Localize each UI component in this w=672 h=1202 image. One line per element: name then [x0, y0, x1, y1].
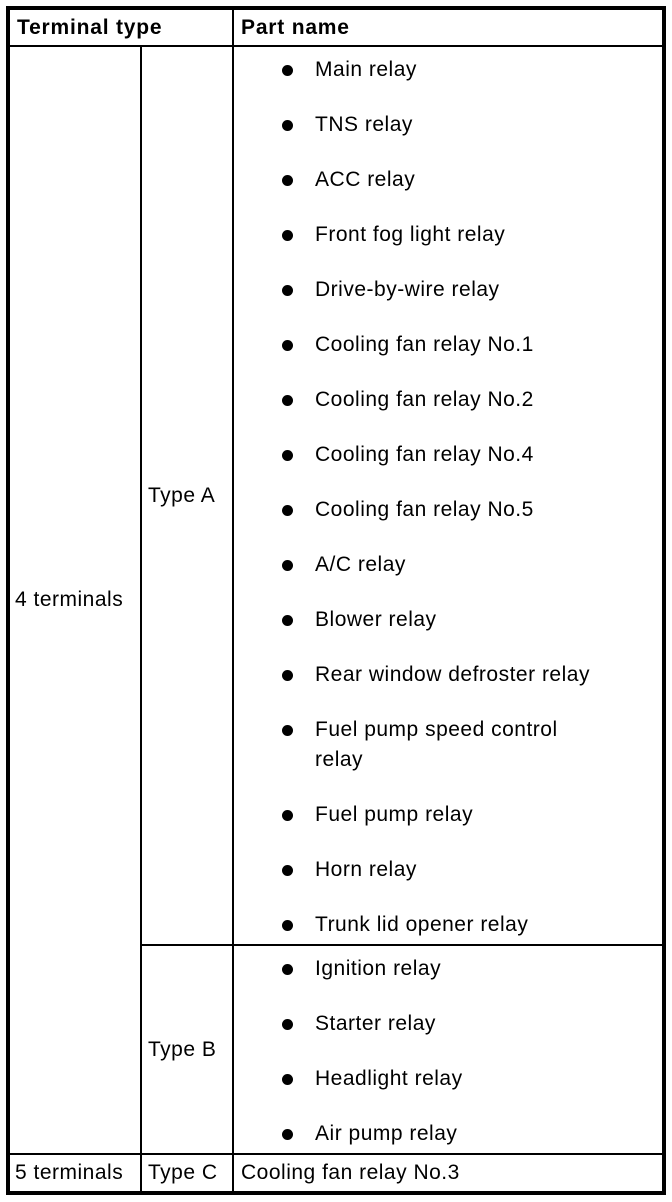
bullet-icon: [282, 450, 294, 461]
part-name-text: Cooling fan relay No.2: [315, 388, 534, 411]
bullet-icon: [282, 615, 294, 626]
bullet-icon: [282, 120, 294, 131]
bullet-icon: [282, 920, 294, 931]
part-list-item: Fuel pump speed control relay: [282, 715, 660, 775]
part-list-item: TNS relay: [282, 110, 660, 140]
terminal-type-table: Terminal type Part name 4 terminals Type…: [6, 6, 667, 1195]
bullet-icon: [282, 285, 294, 296]
part-list-item: Headlight relay: [282, 1064, 660, 1094]
part-name-text: Trunk lid opener relay: [315, 913, 529, 936]
part-name-text: Rear window defroster relay: [315, 663, 590, 686]
cell-type-c: Type C: [139, 1153, 235, 1194]
bullet-icon: [282, 65, 294, 76]
bullet-icon: [282, 175, 294, 186]
cell-5-terminals: 5 terminals: [7, 1153, 142, 1194]
part-name-text: ACC relay: [315, 168, 416, 191]
part-list-item: Cooling fan relay No.1: [282, 330, 660, 360]
bullet-icon: [282, 560, 294, 571]
part-name-text: Fuel pump relay: [315, 803, 474, 826]
bullet-icon: [282, 865, 294, 876]
part-list-item: ACC relay: [282, 165, 660, 195]
part-list-item: Ignition relay: [282, 954, 660, 984]
bullet-icon: [282, 1074, 294, 1085]
part-list-item: Rear window defroster relay: [282, 660, 660, 690]
bullet-icon: [282, 1019, 294, 1030]
table-row-type-c: 5 terminals Type C Cooling fan relay No.…: [7, 1153, 666, 1194]
part-name-text: Main relay: [315, 58, 417, 81]
part-list-item: Cooling fan relay No.4: [282, 440, 660, 470]
cell-4-terminals: 4 terminals: [7, 45, 142, 1155]
bullet-icon: [282, 725, 294, 736]
header-row: Terminal type Part name: [6, 7, 666, 47]
bullet-icon: [282, 340, 294, 351]
bullet-icon: [282, 964, 294, 975]
cell-type-b: Type B: [139, 944, 235, 1155]
part-list-item: A/C relay: [282, 550, 660, 580]
column-header-terminal-type: Terminal type: [6, 7, 235, 47]
cell-type-b-parts: Ignition relay Starter relay Headlight r…: [232, 944, 666, 1155]
cell-type-a-parts: Main relay TNS relay ACC relay: [232, 45, 666, 946]
bullet-icon: [282, 1129, 294, 1140]
bullet-icon: [282, 670, 294, 681]
part-list-item: Blower relay: [282, 605, 660, 635]
bullet-icon: [282, 230, 294, 241]
part-list-item: Fuel pump relay: [282, 800, 660, 830]
part-name-text: A/C relay: [315, 553, 406, 576]
part-list-item: Drive-by-wire relay: [282, 275, 660, 305]
part-name-text: Cooling fan relay No.4: [315, 443, 534, 466]
part-name-text: Cooling fan relay No.5: [315, 498, 534, 521]
part-name-text: Horn relay: [315, 858, 417, 881]
part-list-item: Cooling fan relay No.2: [282, 385, 660, 415]
part-list-item: Front fog light relay: [282, 220, 660, 250]
part-name-text: Ignition relay: [315, 957, 442, 980]
part-name-text: Drive-by-wire relay: [315, 278, 500, 301]
column-header-part-name: Part name: [232, 7, 666, 47]
part-list-item: Trunk lid opener relay: [282, 910, 660, 940]
part-list-item: Cooling fan relay No.5: [282, 495, 660, 525]
part-list-item: Starter relay: [282, 1009, 660, 1039]
part-list-item: Main relay: [282, 55, 660, 85]
type-b-parts-list: Ignition relay Starter relay Headlight r…: [234, 946, 662, 1149]
bullet-icon: [282, 810, 294, 821]
part-name-text: Air pump relay: [315, 1122, 458, 1145]
bullet-icon: [282, 395, 294, 406]
cell-type-a: Type A: [139, 45, 235, 946]
part-name-text: Blower relay: [315, 608, 437, 631]
type-a-parts-list: Main relay TNS relay ACC relay: [234, 47, 662, 940]
table-row-type-b: Type B Ignition relay Starter re: [8, 944, 666, 1155]
part-name-text: Headlight relay: [315, 1067, 463, 1090]
part-list-item: Horn relay: [282, 855, 660, 885]
part-list-item: Air pump relay: [282, 1119, 660, 1149]
part-name-text: Starter relay: [315, 1012, 436, 1035]
part-name-text: TNS relay: [315, 113, 413, 136]
table-row-type-a: 4 terminals Type A Main relay: [7, 45, 666, 1155]
bullet-icon: [282, 505, 294, 516]
part-name-text: Fuel pump speed control relay: [315, 718, 558, 771]
part-name-text: Cooling fan relay No.1: [315, 333, 534, 356]
part-name-text: Front fog light relay: [315, 223, 506, 246]
cell-type-c-part: Cooling fan relay No.3: [232, 1153, 666, 1194]
